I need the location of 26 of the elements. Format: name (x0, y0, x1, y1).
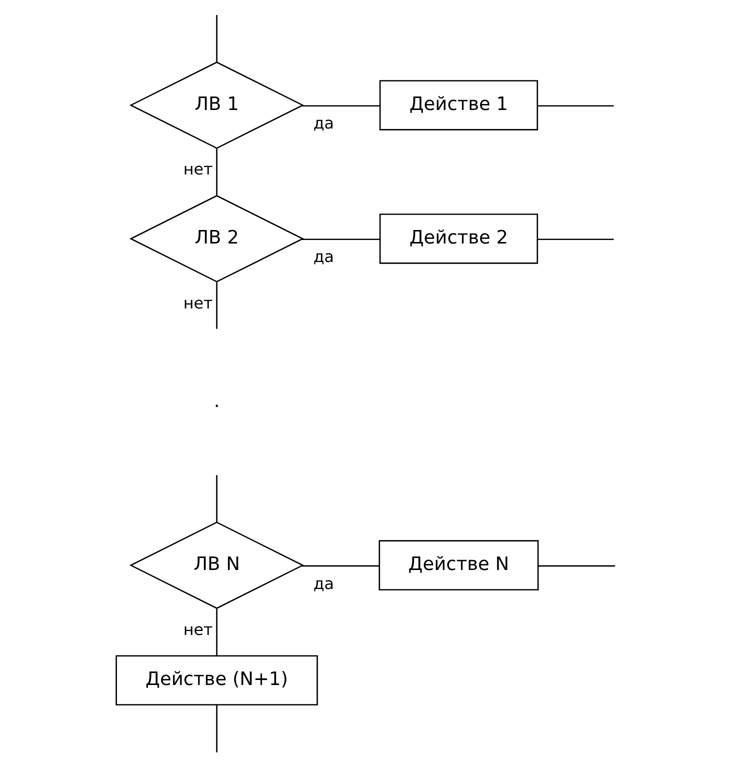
connector (216, 148, 218, 196)
node-box: Действе (N+1) (116, 655, 318, 706)
connector (538, 238, 614, 240)
edge-label: да (313, 114, 334, 133)
connector (301, 238, 380, 240)
connector (216, 608, 218, 656)
connector (538, 105, 614, 107)
node-box: Действе N (378, 540, 539, 590)
connector (216, 282, 218, 329)
connector (538, 565, 616, 567)
edge-label: да (313, 574, 334, 593)
edge-label: нет (183, 294, 213, 313)
node-box: Действе 2 (379, 214, 538, 264)
node-diamond: ЛВ N (129, 522, 304, 609)
connector (216, 14, 218, 62)
connector (301, 105, 380, 107)
label: . (214, 390, 220, 412)
edge-label: да (313, 247, 334, 266)
node-diamond: ЛВ 1 (129, 61, 304, 149)
node-diamond: ЛВ 2 (129, 195, 304, 282)
connector (216, 475, 218, 522)
edge-label: нет (183, 160, 213, 179)
node-box: Действе 1 (379, 80, 538, 130)
edge-label: нет (183, 620, 213, 640)
connector (216, 704, 218, 752)
connector (301, 565, 380, 567)
